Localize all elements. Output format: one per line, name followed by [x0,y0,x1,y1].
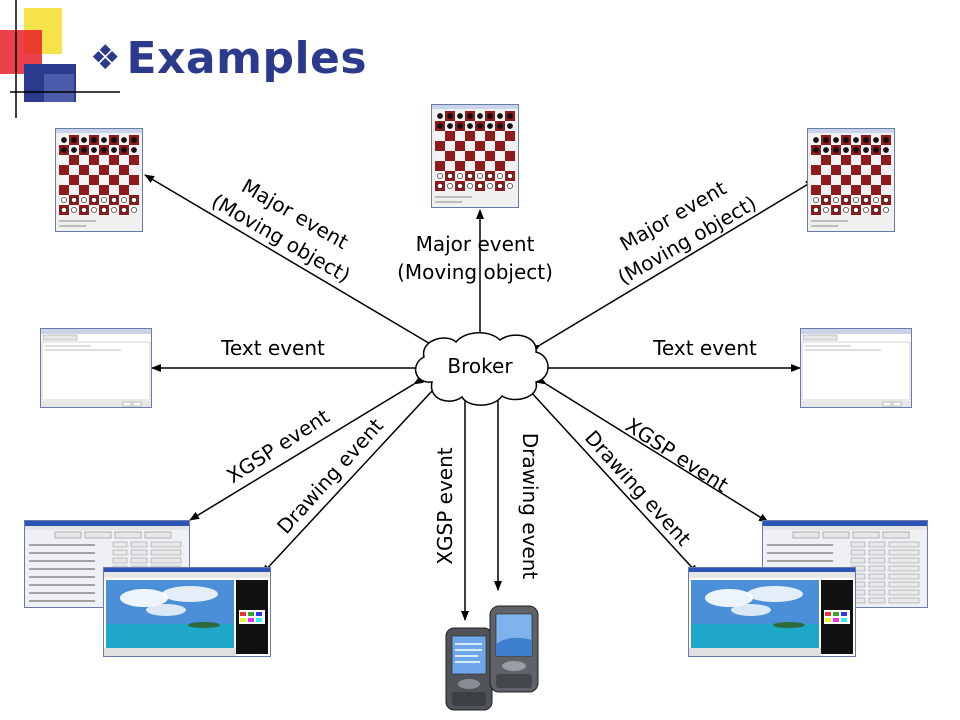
arrow-xgsp-right [536,375,769,523]
label-line-1: Major event [415,232,535,256]
chess-board-icon [432,105,518,203]
label-line-2: (Moving object) [397,260,553,284]
chat-window-icon [41,329,151,407]
slide-title: ❖ Examples [90,28,367,88]
diamond-bullet-icon: ❖ [90,38,121,78]
corner-decoration [0,0,120,118]
chat-window-icon [801,329,911,407]
pda-icon [445,627,493,711]
label-text-event-left: Text event [221,336,325,360]
chess-board-left [55,128,143,232]
label-drawing-event-center: Drawing event [518,432,542,580]
pda-icon [489,605,539,693]
label-major-event-top: Major event (Moving object) [375,230,575,286]
chess-board-icon [56,129,142,227]
label-text-event-right: Text event [653,336,757,360]
arrow-drawing-left [261,381,442,575]
whiteboard-icon [104,568,270,656]
broker-label: Broker [447,354,513,378]
chat-window-right [800,328,912,408]
whiteboard-right [688,567,856,657]
arrow-broker-chess-right [530,179,816,354]
chess-board-right [807,128,895,232]
chat-window-left [40,328,152,408]
chess-board-icon [808,129,894,227]
pda-devices [445,605,539,711]
arrow-broker-chess-left [144,174,442,354]
page-title: Examples [126,32,368,84]
broker-cloud [414,332,549,406]
chess-board-top [431,104,519,208]
whiteboard-icon [689,568,855,656]
whiteboard-left [103,567,271,657]
label-xgsp-event-center: XGSP event [433,447,457,565]
